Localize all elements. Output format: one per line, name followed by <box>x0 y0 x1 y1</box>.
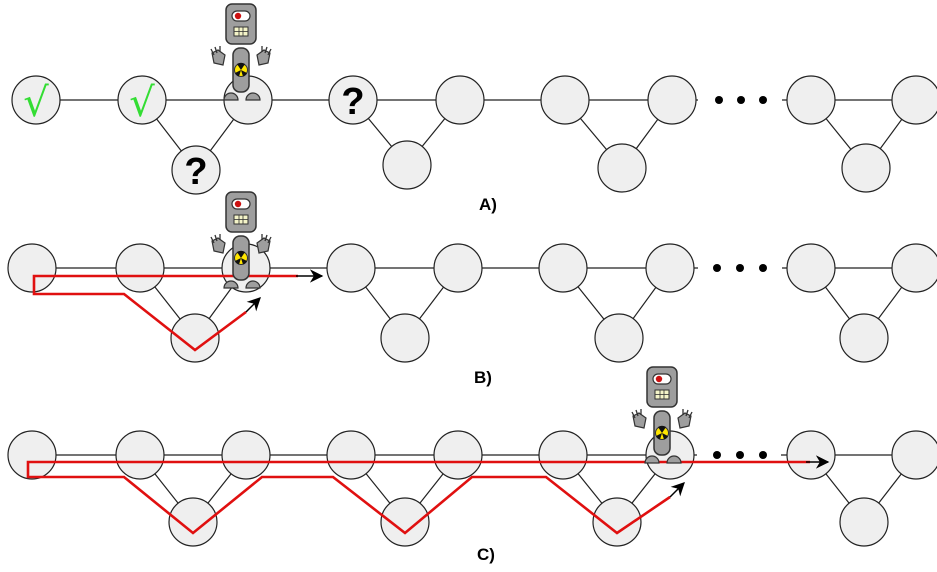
graph-node <box>891 243 937 293</box>
question-mark-icon: ? <box>184 151 207 193</box>
robot-foot <box>245 280 261 289</box>
graph-node <box>171 145 221 195</box>
panel-c: C) <box>7 430 937 564</box>
graph-node <box>117 75 167 125</box>
graph-node <box>11 75 61 125</box>
graph-node <box>839 313 889 363</box>
graph-node <box>435 75 485 125</box>
panel-b: B) <box>7 243 937 387</box>
graph-node <box>326 430 376 480</box>
robot-icon <box>631 366 693 464</box>
robot-hand <box>256 46 272 66</box>
panel-a: √ √ ? ? A) <box>11 75 937 214</box>
robot-light <box>234 200 242 208</box>
hazard-symbol <box>235 62 247 77</box>
robot-head <box>225 191 257 233</box>
robot-light <box>655 375 663 383</box>
robot-head <box>225 3 257 45</box>
graph-node <box>597 143 647 193</box>
graph-node <box>7 243 57 293</box>
robot-foot <box>223 280 239 289</box>
checkmark-icon: √ <box>129 80 155 126</box>
graph-node <box>7 430 57 480</box>
robot-head <box>646 366 678 408</box>
graph-node <box>647 75 697 125</box>
graph-node <box>380 313 430 363</box>
robot-hand <box>631 409 647 429</box>
ellipsis-dot <box>713 451 721 459</box>
robot-icon <box>210 3 272 101</box>
graph-node <box>170 313 220 363</box>
graph-node <box>786 430 836 480</box>
graph-node <box>328 75 378 125</box>
ellipsis-dot <box>737 96 745 104</box>
return-arrow <box>245 297 261 313</box>
robot-hand <box>210 46 226 66</box>
ellipsis-dot <box>736 451 744 459</box>
graph-node <box>221 430 271 480</box>
graph-node <box>380 497 430 547</box>
ellipsis-dot <box>713 264 721 272</box>
graph-node <box>538 430 588 480</box>
ellipsis-dot <box>715 96 723 104</box>
robot-foot <box>245 92 261 101</box>
ellipsis-dot <box>759 96 767 104</box>
hazard-symbol <box>656 425 668 440</box>
ellipsis-dot <box>759 451 767 459</box>
robot-layer <box>210 3 693 464</box>
hazard-symbol <box>235 250 247 265</box>
robot-foot <box>666 455 682 464</box>
exploration-path <box>26 460 810 535</box>
question-mark-icon: ? <box>341 81 364 123</box>
graph-node <box>645 243 695 293</box>
exploration-path <box>32 274 298 352</box>
panel-label: B) <box>474 368 492 387</box>
return-arrow <box>669 482 685 498</box>
robot-light <box>234 12 242 20</box>
graph-node <box>540 75 590 125</box>
robot-hand <box>210 234 226 254</box>
graph-node <box>839 497 889 547</box>
graph-node <box>594 313 644 363</box>
robot-hand <box>256 234 272 254</box>
graph-node <box>592 497 642 547</box>
graph-node <box>433 243 483 293</box>
graph-node <box>786 75 836 125</box>
graph-node <box>786 243 836 293</box>
graph-node <box>382 140 432 190</box>
robot-foot <box>223 92 239 101</box>
graph-node <box>841 143 891 193</box>
graph-node <box>891 430 937 480</box>
graph-node <box>326 243 376 293</box>
graph-node <box>115 430 165 480</box>
robot-foot <box>644 455 660 464</box>
panel-label: A) <box>479 195 497 214</box>
checkmark-icon: √ <box>23 80 49 126</box>
graph-node <box>168 497 218 547</box>
ellipsis-dot <box>759 264 767 272</box>
ellipsis-dot <box>736 264 744 272</box>
robot-icon <box>210 191 272 289</box>
panel-label: C) <box>477 545 495 564</box>
graph-node <box>538 243 588 293</box>
graph-node <box>115 243 165 293</box>
graph-node <box>433 430 483 480</box>
graph-node <box>891 75 937 125</box>
robot-hand <box>677 409 693 429</box>
